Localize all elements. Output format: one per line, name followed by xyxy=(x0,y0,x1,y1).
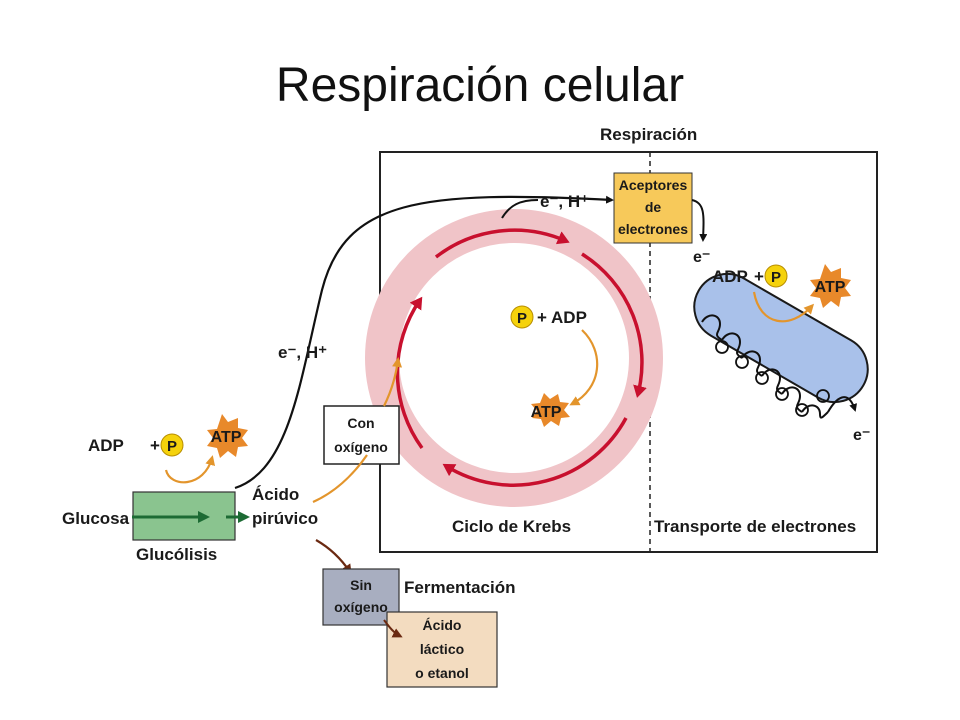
acido-piruvico-line-1: Ácido xyxy=(252,485,299,504)
acido-piruvico-line-2: pirúvico xyxy=(252,509,318,528)
acido-lactico-line-2: láctico xyxy=(420,641,464,657)
atp-burst-glucolisis xyxy=(207,414,248,458)
krebs-arrow-3 xyxy=(442,417,628,487)
con-oxigeno-line-2: oxígeno xyxy=(334,439,388,455)
acido-lactico-box xyxy=(386,611,498,688)
p-glucolisis-label: P xyxy=(167,438,177,455)
aceptores-line-1: Aceptores xyxy=(619,177,688,193)
e-minus-in-label: e⁻ xyxy=(693,249,710,266)
acido-lactico-line-1: Ácido xyxy=(423,617,462,633)
glucolisis-label: Glucólisis xyxy=(136,545,217,564)
p-krebs-label: P xyxy=(517,310,527,327)
atp-krebs-label: ATP xyxy=(531,404,562,421)
con-oxigeno-line-1: Con xyxy=(347,415,374,431)
fermentacion-label: Fermentación xyxy=(404,578,515,597)
adp-right-label: ADP xyxy=(712,267,748,286)
atp-transport-label: ATP xyxy=(815,279,846,296)
atp-burst-transport xyxy=(810,264,851,308)
sin-oxigeno-box xyxy=(322,568,400,626)
acceptor-to-transport xyxy=(691,199,708,242)
transport-tube xyxy=(693,273,869,403)
p-transport-label: P xyxy=(771,269,781,286)
plus-right-label: + xyxy=(754,267,764,286)
p-circle-krebs xyxy=(510,305,534,329)
p-circle-transport xyxy=(764,264,788,288)
glucolisis-atp-arrow xyxy=(164,455,216,484)
aceptores-line-2: de xyxy=(645,199,662,215)
plus-left-label: + xyxy=(150,436,160,455)
e-h-left-label: e⁻, H⁺ xyxy=(278,343,327,362)
ciclo-krebs-label: Ciclo de Krebs xyxy=(452,517,571,536)
transport-atp-arrow xyxy=(752,291,815,323)
aceptores-line-3: electrones xyxy=(618,221,688,237)
piruvico-to-krebs-arrow xyxy=(312,454,368,504)
electron-path-left xyxy=(234,195,614,490)
krebs-arrow-1 xyxy=(434,228,570,259)
acido-lactico-line-3: o etanol xyxy=(415,665,469,681)
sin-oxigeno-line-2: oxígeno xyxy=(334,599,388,615)
krebs-ring xyxy=(365,209,663,507)
sin-oxigeno-to-lactico-arrow xyxy=(383,619,403,638)
adp-left-label: ADP xyxy=(88,436,124,455)
transporte-label: Transporte de electrones xyxy=(654,517,856,536)
e-h-top-label: e⁻, H⁺ xyxy=(540,192,589,211)
glucosa-label: Glucosa xyxy=(62,509,130,528)
e-minus-out-label: e⁻ xyxy=(853,427,870,444)
p-circle-glucolisis xyxy=(160,433,184,457)
plus-adp-label: + ADP xyxy=(537,308,587,327)
oxigeno-to-krebs-arrow xyxy=(383,357,403,407)
krebs-atp-arrow xyxy=(569,329,599,406)
transport-circles xyxy=(715,340,830,417)
sin-oxigeno-line-1: Sin xyxy=(350,577,372,593)
piruvico-to-fermentacion-arrow xyxy=(315,539,352,575)
atp-glucolisis-label: ATP xyxy=(211,429,242,446)
aceptores-box xyxy=(613,172,693,244)
electron-path-krebs xyxy=(501,199,539,219)
atp-burst-krebs xyxy=(531,393,570,427)
respiracion-label: Respiración xyxy=(600,125,697,144)
page-title: Respiración celular xyxy=(275,59,685,112)
krebs-arrow-2 xyxy=(581,252,647,398)
krebs-arrow-4 xyxy=(395,296,424,450)
